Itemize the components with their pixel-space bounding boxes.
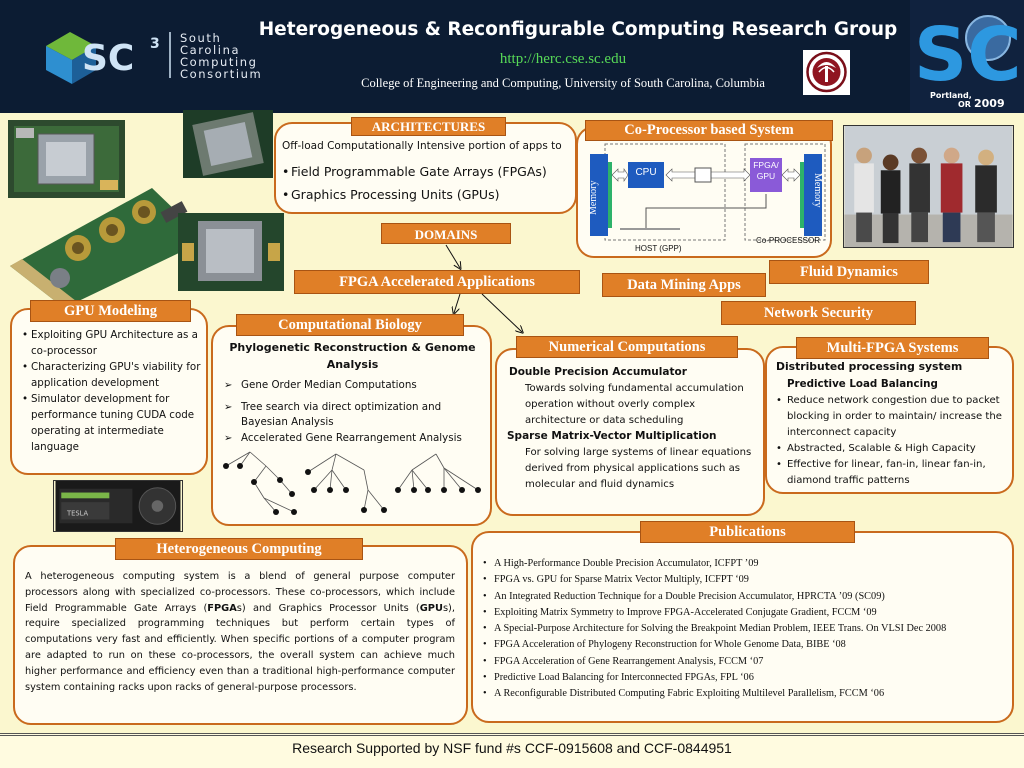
numerical-heading-2: Sparse Matrix-Vector Multiplication bbox=[507, 430, 717, 442]
publication-item: A High-Performance Double Precision Accu… bbox=[483, 556, 1010, 573]
gpu-modeling-item: Exploiting GPU Architecture as a co-proc… bbox=[22, 327, 204, 359]
group-url-link[interactable]: http://herc.cse.sc.edu bbox=[499, 51, 627, 67]
research-team-photo bbox=[843, 125, 1014, 248]
architectures-label: ARCHITECTURES bbox=[351, 117, 506, 136]
fpga-chip-photo bbox=[8, 120, 125, 198]
numerical-text-1: Towards solving fundamental accumulation… bbox=[525, 383, 744, 426]
sc3-mark: SC bbox=[82, 38, 134, 79]
comp-bio-label: Computational Biology bbox=[236, 314, 464, 336]
sc09-mark: SC bbox=[914, 12, 1022, 98]
virtex-fpga-photo bbox=[178, 213, 284, 291]
gpu-modeling-item: Characterizing GPU's viability for appli… bbox=[22, 359, 204, 391]
sc3-line-3: Computing bbox=[180, 55, 258, 69]
gpu-modeling-label: GPU Modeling bbox=[30, 300, 191, 322]
hetero-bold-gpu: GPU bbox=[419, 602, 443, 614]
hetero-bold-fpga: FPGA bbox=[207, 602, 237, 614]
gpu-modeling-list: Exploiting GPU Architecture as a co-proc… bbox=[22, 327, 204, 455]
coprocessor-panel bbox=[576, 126, 832, 258]
multi-fpga-item: Abstracted, Scalable & High Capacity bbox=[776, 441, 1008, 457]
sc3-logo: SC 3 bbox=[46, 32, 171, 84]
multi-fpga-label: Multi-FPGA Systems bbox=[796, 337, 989, 359]
college-subtitle: College of Engineering and Computing, Un… bbox=[361, 76, 765, 90]
multi-fpga-heading-2: Predictive Load Balancing bbox=[787, 378, 938, 390]
publication-item: FPGA Acceleration of Gene Rearrangement … bbox=[483, 654, 1010, 671]
memory-left: Memory bbox=[588, 180, 599, 216]
publication-item: Exploiting Matrix Symmetry to Improve FP… bbox=[483, 605, 1010, 622]
coprocessor-caption: Co-PROCESSOR bbox=[756, 236, 821, 245]
architectures-item: Field Programmable Gate Arrays (FPGAs) bbox=[282, 160, 572, 183]
architectures-intro: Off-load Computationally Intensive porti… bbox=[282, 140, 562, 152]
fluid-dynamics-label: Fluid Dynamics bbox=[769, 260, 929, 284]
comp-bio-item: Gene Order Median Computations bbox=[224, 378, 486, 394]
multi-fpga-list: Reduce network congestion due to packet … bbox=[776, 393, 1008, 489]
domains-label: DOMAINS bbox=[381, 223, 511, 244]
fpga-board-photo bbox=[10, 188, 206, 308]
multi-fpga-item: Reduce network congestion due to packet … bbox=[776, 393, 1008, 441]
hetero-text: s), require specialized programming tech… bbox=[25, 602, 455, 693]
coprocessor-diagram bbox=[590, 143, 826, 241]
gpu-modeling-item: Simulator development for performance tu… bbox=[22, 391, 204, 455]
comp-bio-item: Tree search via direct optimization and … bbox=[224, 400, 486, 431]
hetero-text: A heterogeneous computing system is a bl… bbox=[25, 571, 455, 614]
sc3-superscript: 3 bbox=[150, 36, 160, 52]
publication-item: A Special-Purpose Architecture for Solvi… bbox=[483, 621, 1010, 638]
multi-fpga-heading-1: Distributed processing system bbox=[776, 360, 963, 373]
architectures-item: Graphics Processing Units (GPUs) bbox=[282, 183, 572, 206]
coprocessor-label: Co-Processor based System bbox=[585, 120, 833, 141]
sc09-year: 2009 bbox=[974, 97, 1005, 110]
memory-right: Memory bbox=[812, 172, 823, 208]
data-mining-label: Data Mining Apps bbox=[602, 273, 766, 297]
publications-label: Publications bbox=[640, 521, 855, 543]
numerical-text-2: For solving large systems of linear equa… bbox=[525, 447, 752, 490]
sc3-line-4: Consortium bbox=[180, 67, 263, 81]
architectures-list: Field Programmable Gate Arrays (FPGAs) G… bbox=[282, 160, 572, 206]
numerical-label: Numerical Computations bbox=[516, 336, 738, 358]
tesla-gpu-card-photo: TESLA bbox=[53, 480, 183, 532]
publication-item: FPGA vs. GPU for Sparse Matrix Vector Mu… bbox=[483, 572, 1010, 589]
host-caption: HOST (GPP) bbox=[635, 244, 682, 253]
gpu-chip-photo bbox=[183, 110, 273, 178]
sc3-line-1: South bbox=[180, 31, 222, 45]
funding-acknowledgement: Research Supported by NSF fund #s CCF-09… bbox=[292, 740, 732, 756]
comp-bio-heading: Phylogenetic Reconstruction & Genome Ana… bbox=[229, 341, 476, 371]
usc-palmetto-logo bbox=[803, 50, 850, 95]
sc09-conference-logo: SC Portland, OR 2009 bbox=[910, 0, 1024, 113]
numerical-heading-1: Double Precision Accumulator bbox=[509, 366, 687, 378]
hetero-label: Heterogeneous Computing bbox=[115, 538, 363, 560]
sc3-line-2: Carolina bbox=[180, 43, 241, 57]
hetero-text: s) and Graphics Processor Units ( bbox=[236, 602, 420, 614]
hetero-paragraph: A heterogeneous computing system is a bl… bbox=[25, 569, 455, 695]
poster-title: Heterogeneous & Reconfigurable Computing… bbox=[258, 19, 898, 40]
comp-bio-list: Gene Order Median Computations Tree sear… bbox=[224, 378, 486, 446]
publication-item: Predictive Load Balancing for Interconne… bbox=[483, 670, 1010, 687]
fpga-gpu-block: FPGA/ GPU bbox=[753, 160, 779, 181]
multi-fpga-item: Effective for linear, fan-in, linear fan… bbox=[776, 457, 1008, 489]
cpu-block: CPU bbox=[635, 167, 657, 178]
phylogeny-trees-diagram bbox=[223, 451, 481, 515]
numerical-panel bbox=[495, 348, 765, 516]
publications-list: A High-Performance Double Precision Accu… bbox=[483, 556, 1010, 703]
publication-item: FPGA Acceleration of Phylogeny Reconstru… bbox=[483, 637, 1010, 654]
sc09-state: OR bbox=[958, 100, 971, 109]
network-security-label: Network Security bbox=[721, 301, 916, 325]
footer-bar bbox=[0, 733, 1024, 768]
hetero-panel bbox=[13, 545, 468, 725]
sc09-city: Portland, bbox=[930, 91, 972, 100]
publication-item: A Reconfigurable Distributed Computing F… bbox=[483, 686, 1010, 703]
tesla-brand-text: TESLA bbox=[66, 510, 89, 518]
fpga-apps-label: FPGA Accelerated Applications bbox=[294, 270, 580, 294]
publication-item: An Integrated Reduction Technique for a … bbox=[483, 589, 1010, 606]
comp-bio-item: Accelerated Gene Rearrangement Analysis bbox=[224, 431, 486, 447]
